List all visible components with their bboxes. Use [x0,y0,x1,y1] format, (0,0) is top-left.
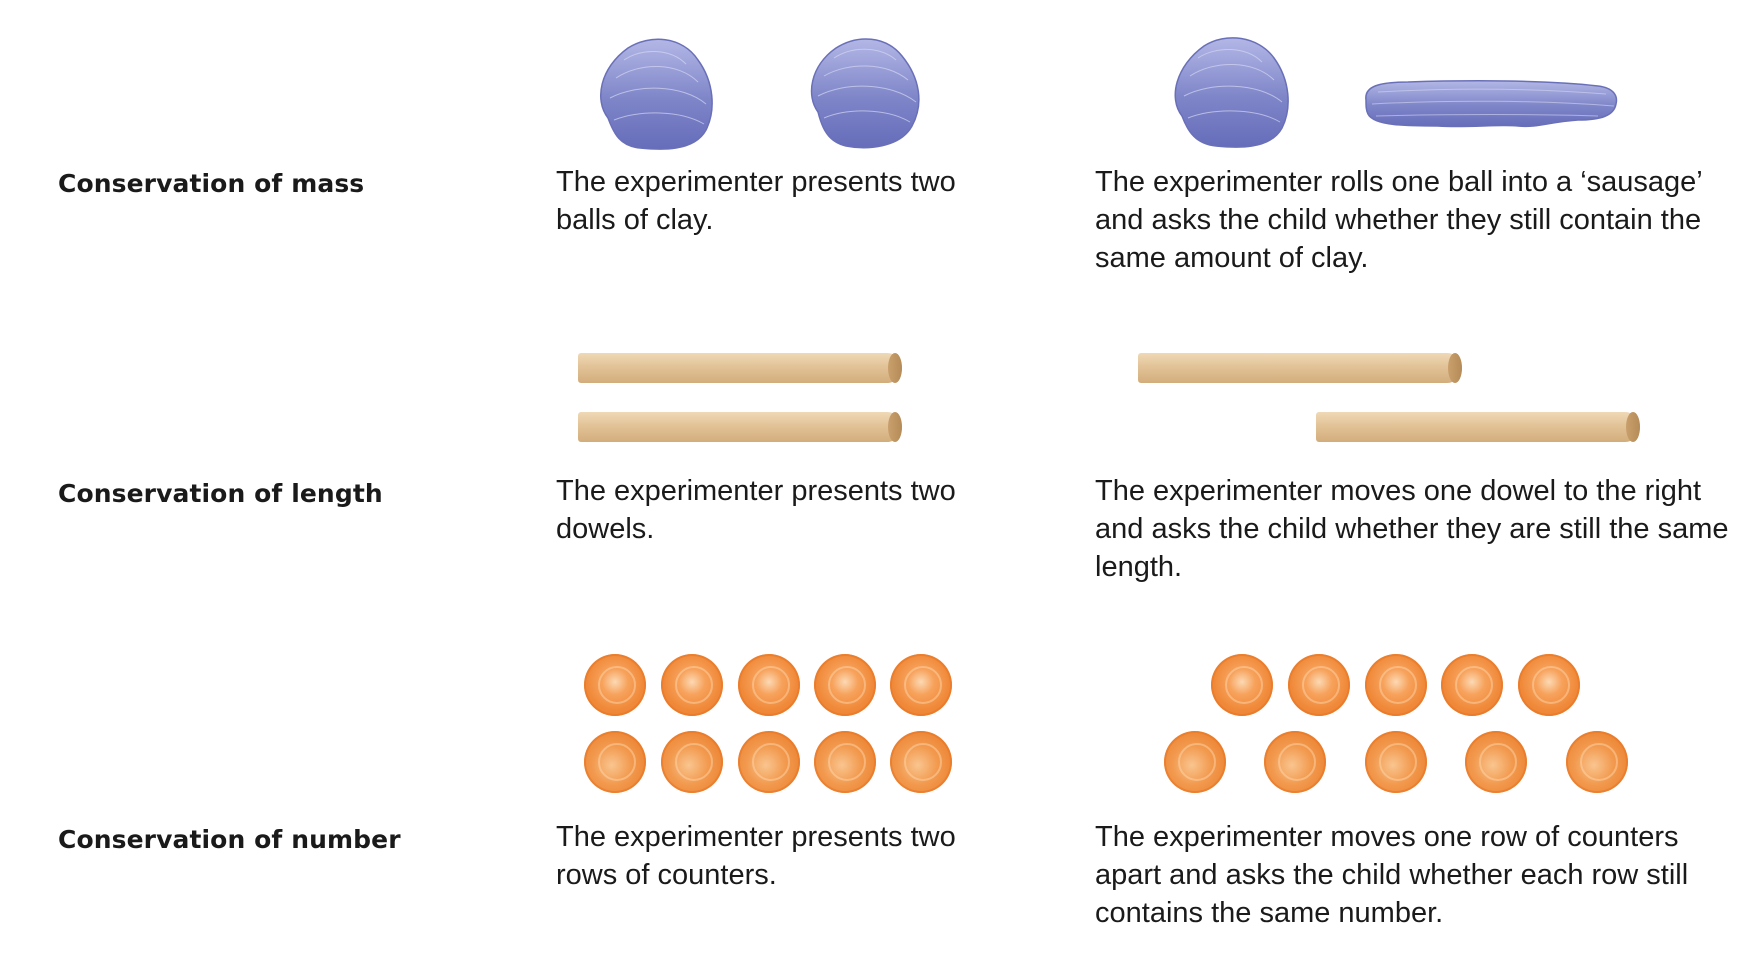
counter [1365,731,1427,793]
dowel [578,353,902,383]
counter [814,654,876,716]
dowel [578,412,902,442]
counter [738,731,800,793]
row-label-number: Conservation of number [58,825,401,854]
mass-step2-text: The experimenter rolls one ball into a ‘… [1095,166,1702,274]
number-step2-text: The experimenter moves one row of counte… [1095,821,1689,929]
clay-ball-and-sausage [1174,37,1618,148]
counter [584,654,646,716]
counter [584,731,646,793]
mass-step1-text: The experimenter presents two balls of c… [556,166,956,236]
counter [1264,731,1326,793]
counter [1465,731,1527,793]
length-step2-text: The experimenter moves one dowel to the … [1095,475,1729,583]
counter [1441,654,1503,716]
counter [1288,654,1350,716]
length-step1-text: The experimenter presents two dowels. [556,475,956,545]
clay-ball [810,38,920,149]
number-step1-text: The experimenter presents two rows of co… [556,821,956,891]
counter [661,731,723,793]
clay-ball [600,38,713,150]
dowel-shifted [1316,412,1640,442]
dowel [1138,353,1462,383]
counter [1211,654,1273,716]
row-label-mass: Conservation of mass [58,169,365,198]
counter [661,654,723,716]
counter [814,731,876,793]
counter [890,654,952,716]
counter [1365,654,1427,716]
counter [1566,731,1628,793]
counter [1164,731,1226,793]
clay-balls-initial [600,38,920,150]
row-label-length: Conservation of length [58,479,383,508]
counter [738,654,800,716]
counter [890,731,952,793]
counter [1518,654,1580,716]
clay-ball [1174,37,1289,148]
